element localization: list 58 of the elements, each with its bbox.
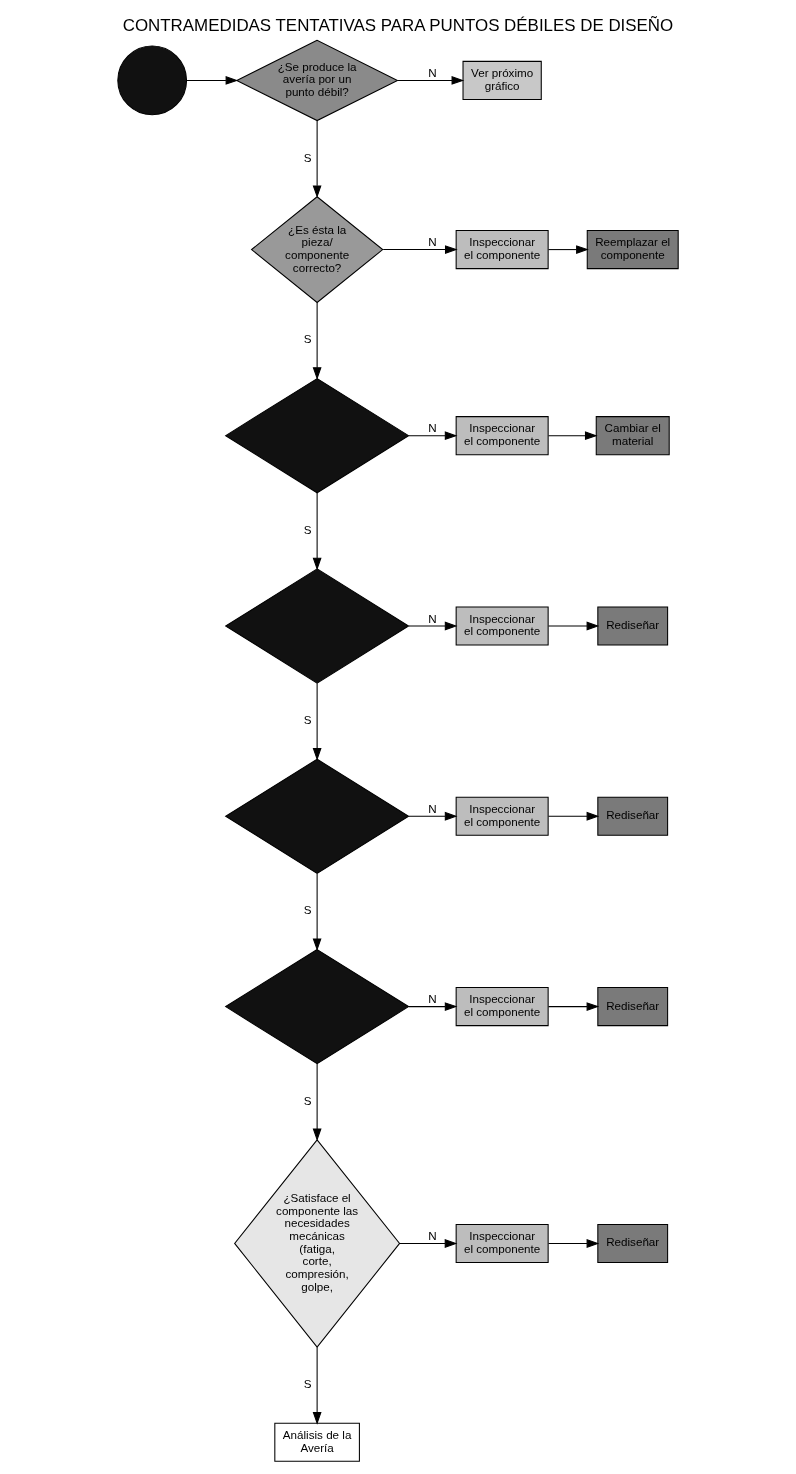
arrow <box>399 1239 458 1248</box>
arrow <box>312 873 322 952</box>
arrow <box>312 1346 322 1425</box>
node-diamond <box>224 948 410 1065</box>
arrow <box>547 811 600 821</box>
arrow <box>312 682 322 761</box>
diagram-title: CONTRAMEDIDAS TENTATIVAS PARA PUNTOS DÉBILES DE DISEÑO <box>122 15 674 35</box>
edge-label: S <box>303 713 312 727</box>
edge-label: N <box>428 421 437 435</box>
arrow <box>312 492 322 571</box>
node-diamond <box>224 758 410 874</box>
arrow <box>408 811 458 821</box>
arrow <box>312 1063 322 1142</box>
node-box: Inspeccionar el componente <box>455 987 549 1027</box>
edge-label: N <box>428 235 437 249</box>
arrow <box>408 1002 458 1012</box>
arrow <box>547 1002 600 1012</box>
node-box: Inspeccionar el componente <box>455 1223 549 1263</box>
arrow <box>408 431 458 441</box>
arrow <box>547 245 589 255</box>
node-diamond: ¿Satisface el componente las necesidades mecánicas (fatiga, corte, compresión, golpe, <box>233 1138 401 1348</box>
arrow <box>312 120 322 199</box>
node-box: Inspeccionar el componente <box>455 230 549 270</box>
node-box: Rediseñar <box>597 796 669 836</box>
edge-label: N <box>428 801 437 815</box>
node-box: Inspeccionar el componente <box>455 606 549 646</box>
edge-label: S <box>303 1377 312 1391</box>
node-box: Inspeccionar el componente <box>455 416 549 456</box>
node-box: Rediseñar <box>597 987 669 1027</box>
arrow <box>547 431 598 441</box>
node-box: Inspeccionar el componente <box>455 796 549 836</box>
node-diamond: ¿Se produce la avería por un punto débil? <box>235 39 399 122</box>
node-box: Análisis de la Avería <box>274 1422 360 1462</box>
arrow <box>547 1239 600 1248</box>
arrow <box>382 245 458 255</box>
node-box: Rediseñar <box>597 1223 669 1263</box>
node-box: Reemplazar el componente <box>586 230 679 270</box>
node-box: Ver próximo gráfico <box>462 60 542 100</box>
edge-label: N <box>428 992 437 1006</box>
edge-label: S <box>303 1093 312 1107</box>
arrow <box>408 621 458 631</box>
arrow <box>397 75 465 85</box>
edge-label: S <box>303 903 312 917</box>
arrow <box>547 621 600 631</box>
edge-label: S <box>303 332 312 346</box>
node-box: Rediseñar <box>597 606 669 646</box>
edge-label: S <box>303 150 312 164</box>
edge-label: N <box>428 1229 437 1243</box>
node-box: Cambiar el material <box>595 416 670 456</box>
edge-label: S <box>303 522 312 536</box>
node-circle <box>117 45 188 116</box>
edge-label: N <box>428 611 437 625</box>
node-diamond <box>224 377 410 494</box>
edge-label: N <box>428 66 437 80</box>
node-diamond <box>224 568 410 684</box>
arrow <box>186 75 239 85</box>
node-diamond: ¿Es ésta la pieza/ componente correcto? <box>250 196 384 304</box>
arrow <box>312 302 322 380</box>
